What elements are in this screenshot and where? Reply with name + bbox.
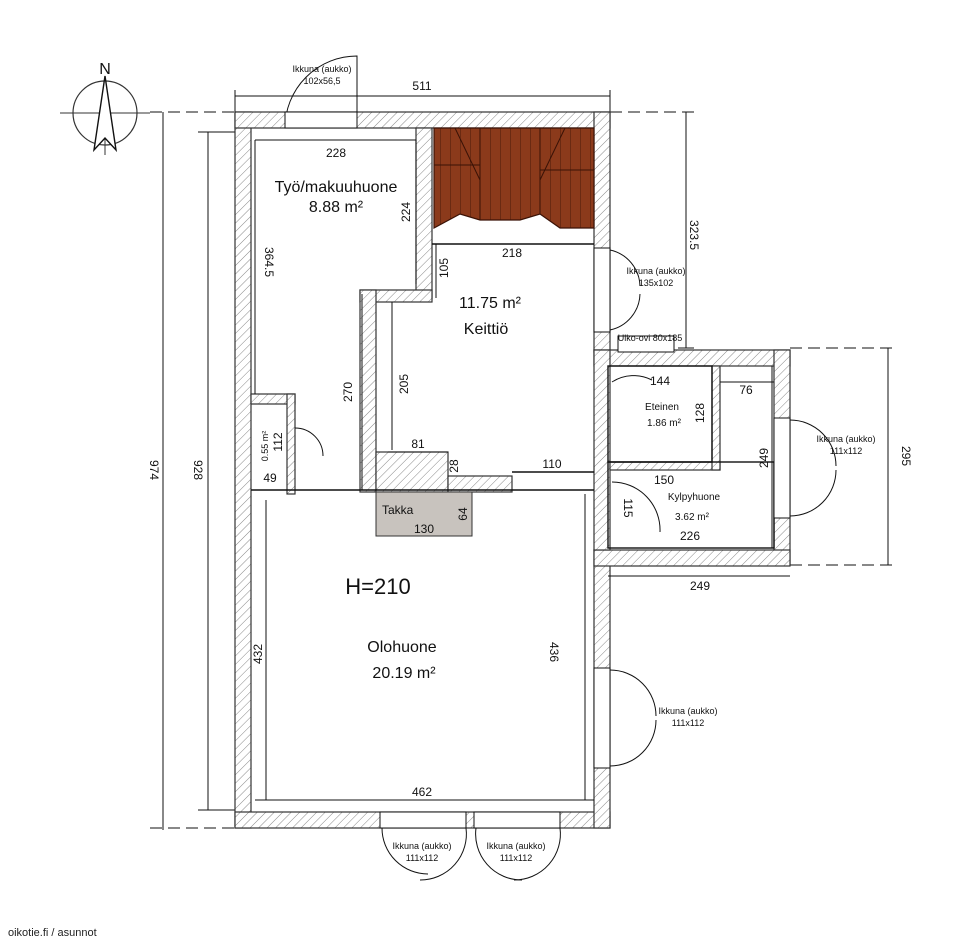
window-top-title: Ikkuna (aukko)	[292, 64, 351, 74]
interior-dimension-lines	[254, 139, 790, 801]
dim-total-inner: 928	[191, 460, 205, 480]
room-study-area: 8.88 m²	[309, 199, 364, 216]
dim-total-left: 974	[147, 460, 161, 480]
dim-bath-height: 249	[757, 448, 771, 468]
dim-kitchen-step: 105	[437, 258, 451, 278]
dim-bath-width-top: 150	[654, 473, 674, 487]
dim-closet-width: 49	[263, 471, 277, 485]
dimension-labels: 511 228 224 364.5 218 105 323.5 205 270 …	[147, 79, 913, 799]
window-bottom-right-size: 111x112	[500, 853, 533, 863]
window-bottom-right-title: Ikkuna (aukko)	[486, 841, 545, 851]
dim-counter: 81	[411, 437, 425, 451]
dim-wall-270: 270	[341, 382, 355, 402]
dim-counter-small: 28	[447, 459, 461, 473]
dim-study-width: 228	[326, 146, 346, 160]
dim-living-right: 436	[547, 642, 561, 662]
dim-kitchen-right: 323.5	[687, 220, 701, 250]
dim-kitchen-bottom: 110	[542, 457, 561, 471]
dim-hall-width: 144	[650, 374, 670, 388]
fireplace-width: 130	[414, 522, 434, 536]
dim-hall-right: 76	[739, 383, 753, 397]
dim-living-left: 432	[251, 644, 265, 664]
window-living-right-size: 111x112	[672, 718, 705, 728]
window-bottom-left-title: Ikkuna (aukko)	[392, 841, 451, 851]
dim-annex-height: 295	[899, 446, 913, 466]
dim-top-total: 511	[412, 79, 431, 93]
room-living-area: 20.19 m²	[372, 665, 436, 682]
north-arrow-icon	[92, 75, 118, 153]
window-swings	[284, 55, 837, 881]
window-living-right-title: Ikkuna (aukko)	[658, 706, 717, 716]
dim-bath-door: 115	[621, 498, 635, 517]
dim-kitchen-width: 218	[502, 246, 522, 260]
window-kitchen-size: 135x102	[639, 278, 674, 288]
room-bath-name: Kylpyhuone	[668, 492, 721, 503]
compass: N	[60, 61, 150, 155]
dim-bath-width-bottom: 226	[680, 529, 700, 543]
door-exterior-title: Ulko-ovi 80x185	[618, 333, 683, 343]
room-bath-area: 3.62 m²	[675, 512, 710, 523]
fireplace: Takka 130 64	[375, 491, 473, 537]
dim-hall-height: 128	[693, 403, 707, 423]
dim-kitchen-height: 205	[397, 374, 411, 394]
watermark: oikotie.fi / asunnot	[8, 927, 97, 939]
room-kitchen-area: 11.75 m²	[459, 295, 522, 312]
room-hall-area: 1.86 m²	[647, 418, 682, 429]
room-kitchen-name: Keittiö	[464, 321, 509, 338]
window-bath-size: 111x112	[830, 446, 863, 456]
ceiling-height-label: H=210	[345, 574, 410, 599]
dim-closet-height: 112	[271, 432, 285, 451]
dim-study-height: 364.5	[262, 247, 276, 277]
window-top-size: 102x56,5	[303, 76, 340, 86]
fireplace-label: Takka	[382, 503, 414, 517]
dim-annex-width: 249	[690, 579, 710, 593]
room-labels: Työ/makuuhuone 8.88 m² 11.75 m² Keittiö …	[260, 179, 721, 682]
window-kitchen-title: Ikkuna (aukko)	[626, 266, 685, 276]
window-bottom-left-size: 111x112	[406, 853, 439, 863]
fireplace-depth: 64	[456, 507, 470, 521]
room-closet-area: 0.55 m²	[260, 431, 270, 462]
window-labels: Ikkuna (aukko) 102x56,5 Ikkuna (aukko) 1…	[292, 64, 875, 863]
room-living-name: Olohuone	[367, 639, 436, 656]
room-study-name: Työ/makuuhuone	[275, 179, 398, 196]
room-hall-name: Eteinen	[645, 402, 679, 413]
staircase	[433, 127, 595, 230]
window-bath-title: Ikkuna (aukko)	[816, 434, 875, 444]
compass-north-label: N	[99, 61, 111, 78]
dim-living-width: 462	[412, 785, 432, 799]
dimension-lines	[150, 90, 895, 830]
dim-study-depth: 224	[399, 202, 413, 222]
